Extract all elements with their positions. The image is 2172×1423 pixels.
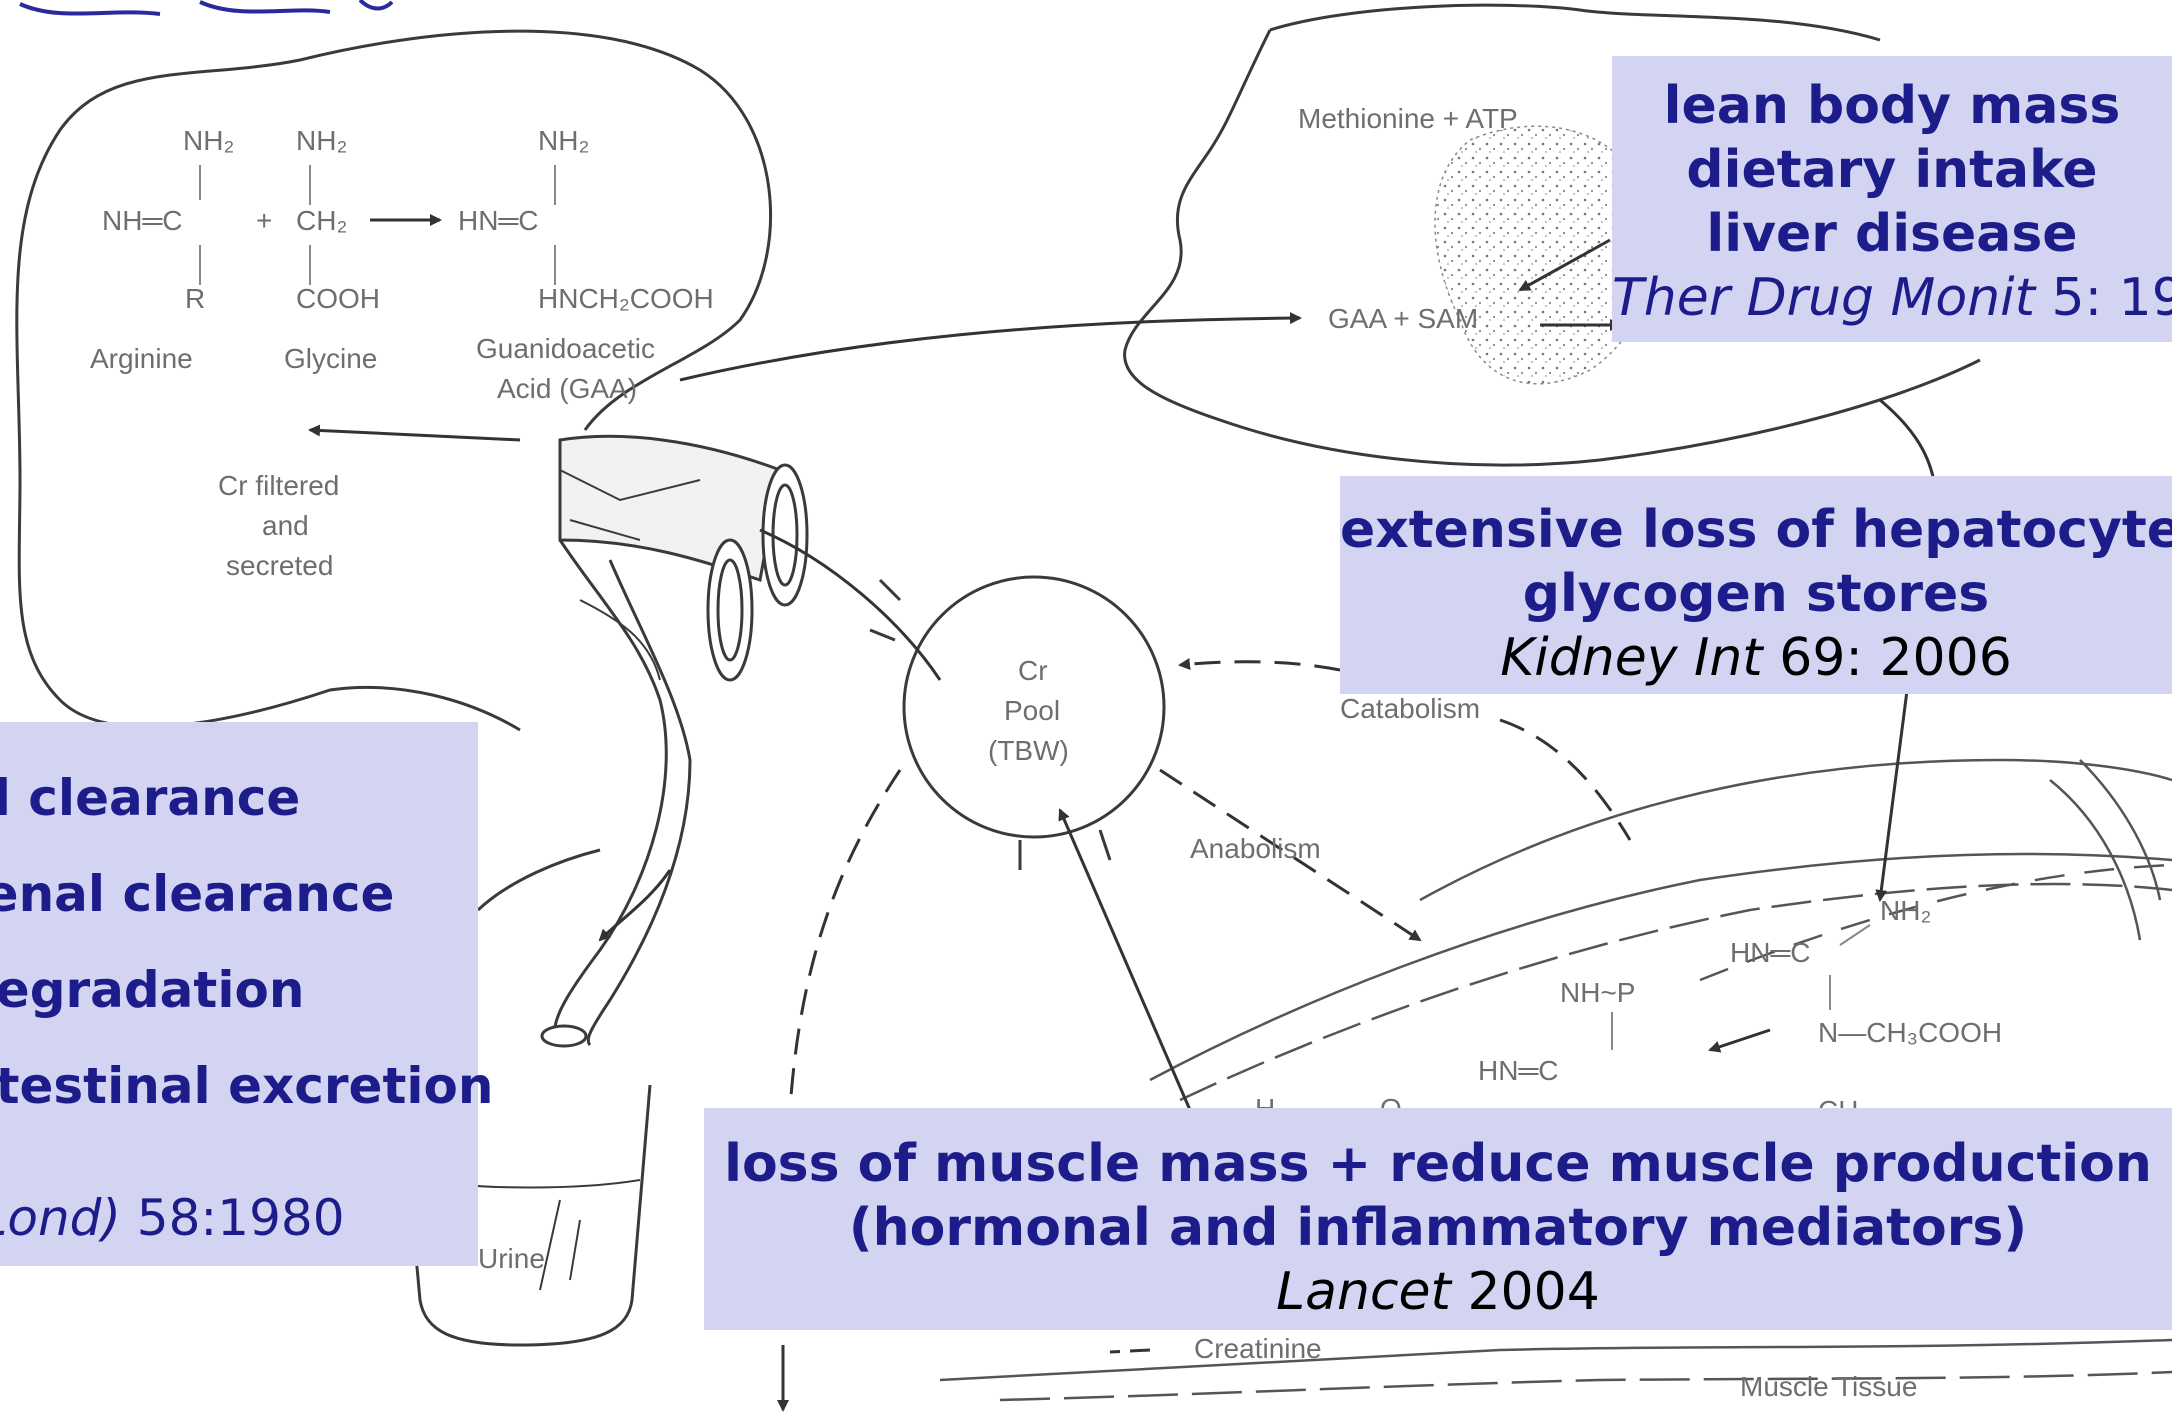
methionine-atp-label: Methionine + ATP bbox=[1298, 103, 1518, 134]
muscle-citation-rest: 2004 bbox=[1451, 1262, 1600, 1322]
arginine-r: R bbox=[185, 283, 205, 314]
renal-line-3: degradation bbox=[0, 942, 478, 1038]
anabolism-label: Anabolism bbox=[1190, 833, 1321, 864]
kidney-outline bbox=[17, 31, 771, 730]
gaa-label-2: Acid (GAA) bbox=[497, 373, 637, 404]
gaa-sam-label: GAA + SAM bbox=[1328, 303, 1478, 334]
arginine-nh2: NH₂ bbox=[183, 125, 234, 156]
liver-factor-3: liver disease bbox=[1612, 202, 2172, 266]
handwriting-stroke bbox=[20, 0, 392, 14]
muscle-line-1: loss of muscle mass + reduce muscle prod… bbox=[704, 1132, 2172, 1196]
arginine-nh-c: NH═C bbox=[102, 205, 183, 236]
renal-citation-rest: 58:1980 bbox=[121, 1189, 345, 1247]
muscle-citation: Lancet 2004 bbox=[704, 1260, 2172, 1324]
muscle-citation-journal: Lancet bbox=[1276, 1262, 1451, 1322]
annotation-liver-factors: lean body mass dietary intake liver dise… bbox=[1612, 56, 2172, 342]
liver-factor-1: lean body mass bbox=[1612, 74, 2172, 138]
cr-filtered-label-1: Cr filtered bbox=[218, 470, 339, 501]
muscle-nhp: NH~P bbox=[1560, 977, 1635, 1008]
renal-line-1: al clearance bbox=[0, 750, 478, 846]
muscle-nh2: NH₂ bbox=[1880, 895, 1931, 926]
glycine-label: Glycine bbox=[284, 343, 377, 374]
glycine-cooh: COOH bbox=[296, 283, 380, 314]
renal-vessels bbox=[542, 436, 807, 1046]
arginine-label: Arginine bbox=[90, 343, 193, 374]
pool-label: Pool bbox=[1004, 695, 1060, 726]
hepato-line-1: extensive loss of hepatocyte bbox=[1340, 498, 2172, 562]
muscle-tissue-label: Muscle Tissue bbox=[1740, 1371, 1917, 1402]
renal-citation: (Lond) 58:1980 bbox=[0, 1170, 478, 1266]
cr-filtered-label-2: and bbox=[262, 510, 309, 541]
glycine-nh2: NH₂ bbox=[296, 125, 347, 156]
liver-factor-2: dietary intake bbox=[1612, 138, 2172, 202]
liver-citation-rest: 5: 19 bbox=[2035, 268, 2172, 328]
hepato-citation-journal: Kidney Int bbox=[1500, 628, 1763, 688]
annotation-hepatocyte: extensive loss of hepatocyte glycogen st… bbox=[1340, 476, 2172, 694]
hepato-citation: Kidney Int 69: 2006 bbox=[1340, 626, 2172, 690]
muscle-line-2: (hormonal and inflammatory mediators) bbox=[704, 1196, 2172, 1260]
muscle-n-ch: N—CH₃COOH bbox=[1818, 1017, 2002, 1048]
glycine-plus: + bbox=[256, 205, 272, 236]
glycine-ch2: CH₂ bbox=[296, 205, 347, 236]
renal-line-2: renal clearance bbox=[0, 846, 478, 942]
gaa-label-1: Guanidoacetic bbox=[476, 333, 655, 364]
renal-line-4: ntestinal excretion bbox=[0, 1038, 478, 1134]
hepato-citation-rest: 69: 2006 bbox=[1763, 628, 2012, 688]
cr-filtered-label-3: secreted bbox=[226, 550, 333, 581]
kidney-lower-outline bbox=[478, 850, 600, 910]
muscle-hn-c-2: HN═C bbox=[1478, 1055, 1559, 1086]
annotation-renal-factors: al clearance renal clearance degradation… bbox=[0, 722, 478, 1266]
catabolism-label: Catabolism bbox=[1340, 693, 1480, 724]
liver-citation-journal: Ther Drug Monit bbox=[1612, 268, 2035, 328]
creatinine-label: Creatinine bbox=[1194, 1333, 1322, 1364]
annotation-muscle-loss: loss of muscle mass + reduce muscle prod… bbox=[704, 1108, 2172, 1330]
muscle-hn-c: HN═C bbox=[1730, 937, 1811, 968]
pool-tbw: (TBW) bbox=[988, 735, 1069, 766]
gaa-side-chain: HNCH₂COOH bbox=[538, 283, 714, 314]
pool-cr: Cr bbox=[1018, 655, 1048, 686]
gaa-hn-c: HN═C bbox=[458, 205, 539, 236]
gaa-nh2: NH₂ bbox=[538, 125, 589, 156]
hepato-line-2: glycogen stores bbox=[1340, 562, 2172, 626]
liver-citation: Ther Drug Monit 5: 19 bbox=[1612, 266, 2172, 330]
renal-citation-journal: (Lond) bbox=[0, 1189, 121, 1247]
urine-label: Urine bbox=[478, 1243, 545, 1274]
